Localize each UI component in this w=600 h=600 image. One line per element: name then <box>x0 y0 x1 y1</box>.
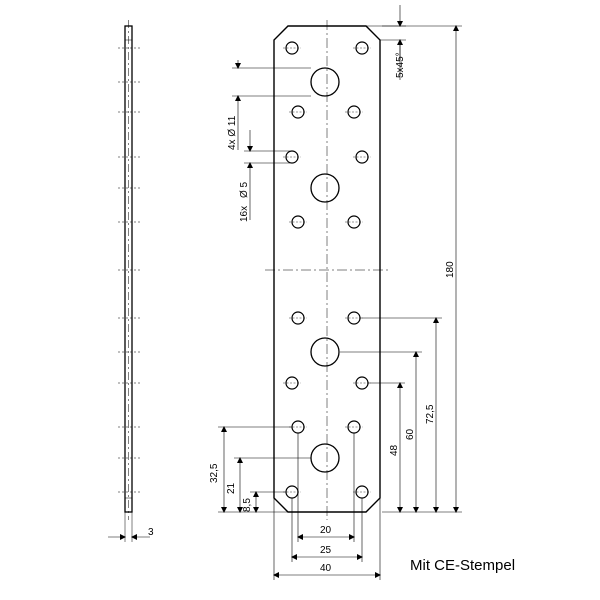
dim-72-5-label: 72,5 <box>425 404 436 424</box>
thickness-label: 3 <box>148 527 154 538</box>
dim-32-5-label: 32,5 <box>209 463 220 483</box>
dim-40-label: 40 <box>320 563 332 574</box>
dim-48-label: 48 <box>389 444 400 456</box>
side-view <box>108 20 150 542</box>
dim-8-5-label: 8,5 <box>242 498 253 512</box>
caption: Mit CE-Stempel <box>410 557 515 574</box>
plate-front-view <box>265 20 390 520</box>
dim-21-label: 21 <box>226 482 237 494</box>
large-holes-label: 4x Ø 11 <box>227 115 238 150</box>
dim-20-label: 20 <box>320 525 332 536</box>
small-holes-dia-label: Ø 5 <box>239 181 250 198</box>
small-holes-count-label: 16x <box>239 206 250 222</box>
length-label: 180 <box>445 261 456 278</box>
dim-25-label: 25 <box>320 545 332 556</box>
length-dimension <box>382 25 462 513</box>
chamfer-label: 5x45° <box>395 52 406 78</box>
dim-60-label: 60 <box>405 428 416 440</box>
